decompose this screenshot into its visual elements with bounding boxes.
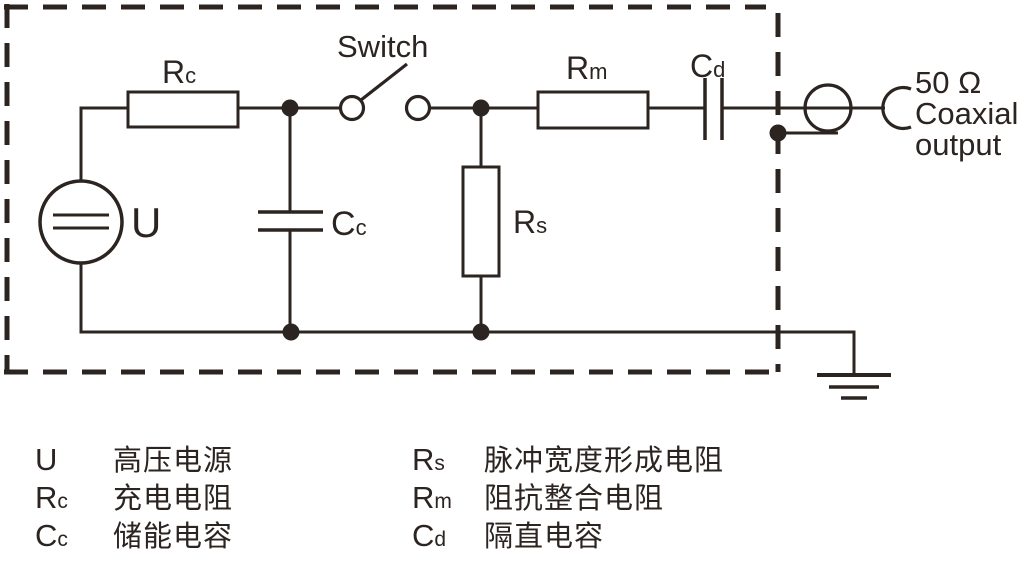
wires (79, 106, 885, 375)
legend-description: 储能电容 (113, 521, 234, 553)
legend-row-u: U 高压电源 (35, 441, 233, 479)
output-label-line3: output (915, 127, 1002, 162)
rc-label-sub: c (185, 63, 196, 88)
legend-description: 高压电源 (113, 445, 234, 477)
junction-dot (281, 99, 299, 117)
switch: Switch (337, 29, 432, 122)
legend-symbol: Cd (412, 517, 484, 559)
legend-symbol-base: R (412, 442, 435, 477)
voltage-source-circle (38, 179, 124, 265)
legend-symbol: Rm (412, 479, 484, 521)
junction-dot (472, 323, 490, 341)
legend-symbol-base: C (35, 518, 58, 553)
cc-capacitor: Cc (258, 205, 367, 243)
rc-label: Rc (162, 54, 196, 90)
rm-resistor: Rm (536, 50, 650, 130)
legend-symbol-sub: c (57, 528, 68, 551)
cc-label: Cc (331, 205, 367, 243)
ground-icon (817, 373, 891, 400)
legend-description: 充电电阻 (113, 483, 234, 515)
wire-source-to-rc (79, 106, 128, 181)
output-label-line1: 50 Ω (915, 65, 981, 100)
cc-capacitor-plates (258, 210, 323, 232)
cc-label-sub: c (356, 215, 367, 240)
switch-lever (360, 62, 408, 102)
legend-symbol: Rs (412, 441, 484, 483)
legend-row-cd: Cd 隔直电容 (412, 517, 724, 555)
legend-row-rc: Rc 充电电阻 (35, 479, 233, 517)
junction-dot (282, 323, 300, 341)
legend-description: 隔直电容 (484, 521, 605, 553)
coax-connector-circle (803, 83, 853, 133)
rc-resistor-body (126, 90, 240, 129)
wire-bottom-rail (79, 263, 856, 375)
rc-resistor: Rc (126, 54, 240, 129)
legend-symbol: U (35, 441, 113, 483)
rm-label-sub: m (589, 59, 607, 84)
rm-label: Rm (566, 50, 607, 86)
source-label: U (131, 199, 161, 246)
rs-resistor: Rs (461, 165, 547, 278)
output-label-line2: Coaxial (915, 96, 1018, 131)
switch-contact-left (338, 94, 366, 122)
switch-contact-right (404, 94, 432, 122)
legend-row-rm: Rm 阻抗整合电阻 (412, 479, 724, 517)
legend-symbol-sub: c (57, 490, 68, 513)
rs-resistor-body (461, 165, 501, 278)
legend-symbol-sub: s (434, 452, 445, 475)
cc-label-base: C (331, 205, 356, 243)
coax-connector: 50 Ω Coaxial output (803, 65, 1018, 162)
legend-symbol-base: U (35, 442, 58, 477)
legend-description: 脉冲宽度形成电阻 (484, 445, 725, 477)
junction-dot (472, 99, 490, 117)
coax-mating-arc-icon (881, 85, 912, 131)
junction-dots (281, 99, 787, 341)
switch-label: Switch (337, 29, 428, 64)
legend-column-left: U 高压电源 Rc 充电电阻 Cc 储能电容 (35, 441, 233, 555)
cd-label-base: C (690, 48, 713, 84)
legend-row-cc: Cc 储能电容 (35, 517, 233, 555)
dc-source-bars-icon (53, 213, 109, 230)
rs-label: Rs (513, 204, 547, 240)
rs-label-base: R (513, 204, 536, 240)
legend-symbol-base: R (35, 480, 58, 515)
legend-symbol-sub: m (434, 490, 452, 513)
legend-symbol-sub: d (434, 528, 447, 551)
legend-column-right: Rs 脉冲宽度形成电阻 Rm 阻抗整合电阻 Cd 隔直电容 (412, 441, 724, 555)
dashed-enclosure (4, 4, 781, 375)
legend-symbol-base: C (412, 518, 435, 553)
cd-capacitor-plates (703, 78, 724, 140)
legend-symbol: Rc (35, 479, 113, 521)
rs-label-sub: s (536, 213, 547, 238)
cd-label: Cd (690, 48, 725, 84)
rm-resistor-body (536, 90, 650, 130)
legend-symbol: Cc (35, 517, 113, 559)
legend-symbol-base: R (412, 480, 435, 515)
cd-capacitor: Cd (690, 48, 725, 140)
voltage-source: U (38, 179, 161, 265)
junction-dot (769, 124, 787, 142)
legend-description: 阻抗整合电阻 (484, 483, 665, 515)
rc-label-base: R (162, 54, 185, 90)
rm-label-base: R (566, 50, 589, 86)
legend-row-rs: Rs 脉冲宽度形成电阻 (412, 441, 724, 479)
cd-label-sub: d (713, 57, 725, 82)
